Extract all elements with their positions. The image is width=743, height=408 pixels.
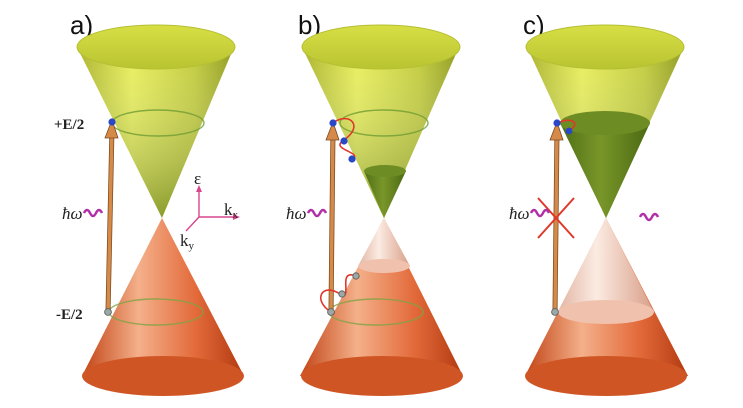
panel-c-label: c) [523,10,545,40]
upper-cone [525,24,685,218]
relaxed-electron [340,137,348,145]
hole [338,290,346,298]
relaxed-electron [348,155,356,163]
photon-label: ħω [509,204,530,223]
excited-electron [108,118,116,126]
lower-cone [300,218,463,396]
panel-a-label: a) [70,10,93,40]
upper-cone [301,24,461,218]
panel-a: a) +E/2 -E/2 ħω [54,10,244,396]
hole [551,308,559,316]
excited-electron [553,119,561,127]
excited-electron [329,119,337,127]
upper-cone [76,24,236,218]
depleted-hole-region [558,218,654,312]
filled-electron-region [560,123,650,218]
photon-wave-icon [529,208,551,218]
panel-c: c) ħω [509,10,688,396]
energy-label-upper: +E/2 [54,117,84,133]
photon-label: ħω [62,204,83,223]
energy-label-lower: -E/2 [56,307,83,323]
lower-cone [82,218,244,396]
excitation-arrow [325,120,340,313]
blocked-transition-cross-icon [537,197,575,239]
relaxed-electron [565,127,573,135]
axis-kx-label: kx [224,200,239,221]
panel-b: b) [286,10,463,396]
photon-wave-icon [306,208,328,218]
excitation-arrow [104,118,119,313]
hole [352,272,360,280]
hole [104,308,112,316]
depleted-hole-region [358,218,410,266]
lower-cone [525,218,688,396]
axis-ky-label: ky [180,231,195,252]
photon-label: ħω [286,204,307,223]
hole [327,308,335,316]
axes-icon [185,185,240,232]
excitation-arrow [549,120,564,313]
photon-wave-icon [82,208,104,218]
filled-electron-region [364,171,406,218]
transmitted-photon-icon [638,212,660,222]
axis-epsilon-label: ε [194,169,201,188]
panel-b-label: b) [298,10,321,40]
